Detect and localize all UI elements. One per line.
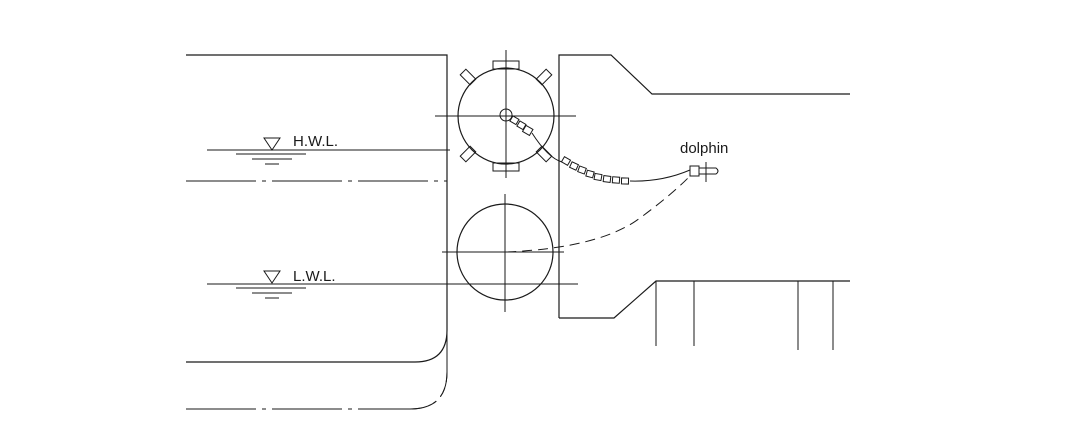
lower-fender bbox=[442, 194, 564, 312]
chain-link bbox=[568, 161, 580, 171]
chain-link bbox=[593, 172, 603, 182]
quay-structure bbox=[558, 54, 850, 350]
chain-link bbox=[602, 175, 612, 183]
dolphin-label: dolphin bbox=[680, 140, 728, 157]
upper-fender bbox=[435, 50, 576, 178]
vessel-hull bbox=[186, 54, 448, 410]
chain-link bbox=[611, 176, 621, 184]
chain-link bbox=[585, 169, 595, 179]
chain-link bbox=[577, 165, 587, 175]
lwl-label: L.W.L. bbox=[293, 268, 336, 285]
low-water-level: L.W.L. bbox=[207, 268, 447, 299]
chain-link bbox=[620, 177, 630, 185]
high-water-level: H.W.L. bbox=[207, 133, 450, 165]
water-level-triangle-icon bbox=[263, 270, 281, 284]
water-level-triangle-icon bbox=[263, 137, 281, 151]
chain-link bbox=[560, 155, 572, 167]
mooring-rope-lower bbox=[505, 177, 689, 253]
dolphin-anchor-icon bbox=[689, 162, 719, 182]
mooring-chain bbox=[531, 132, 630, 185]
hwl-label: H.W.L. bbox=[293, 133, 338, 150]
mooring-rope-upper bbox=[629, 169, 691, 182]
